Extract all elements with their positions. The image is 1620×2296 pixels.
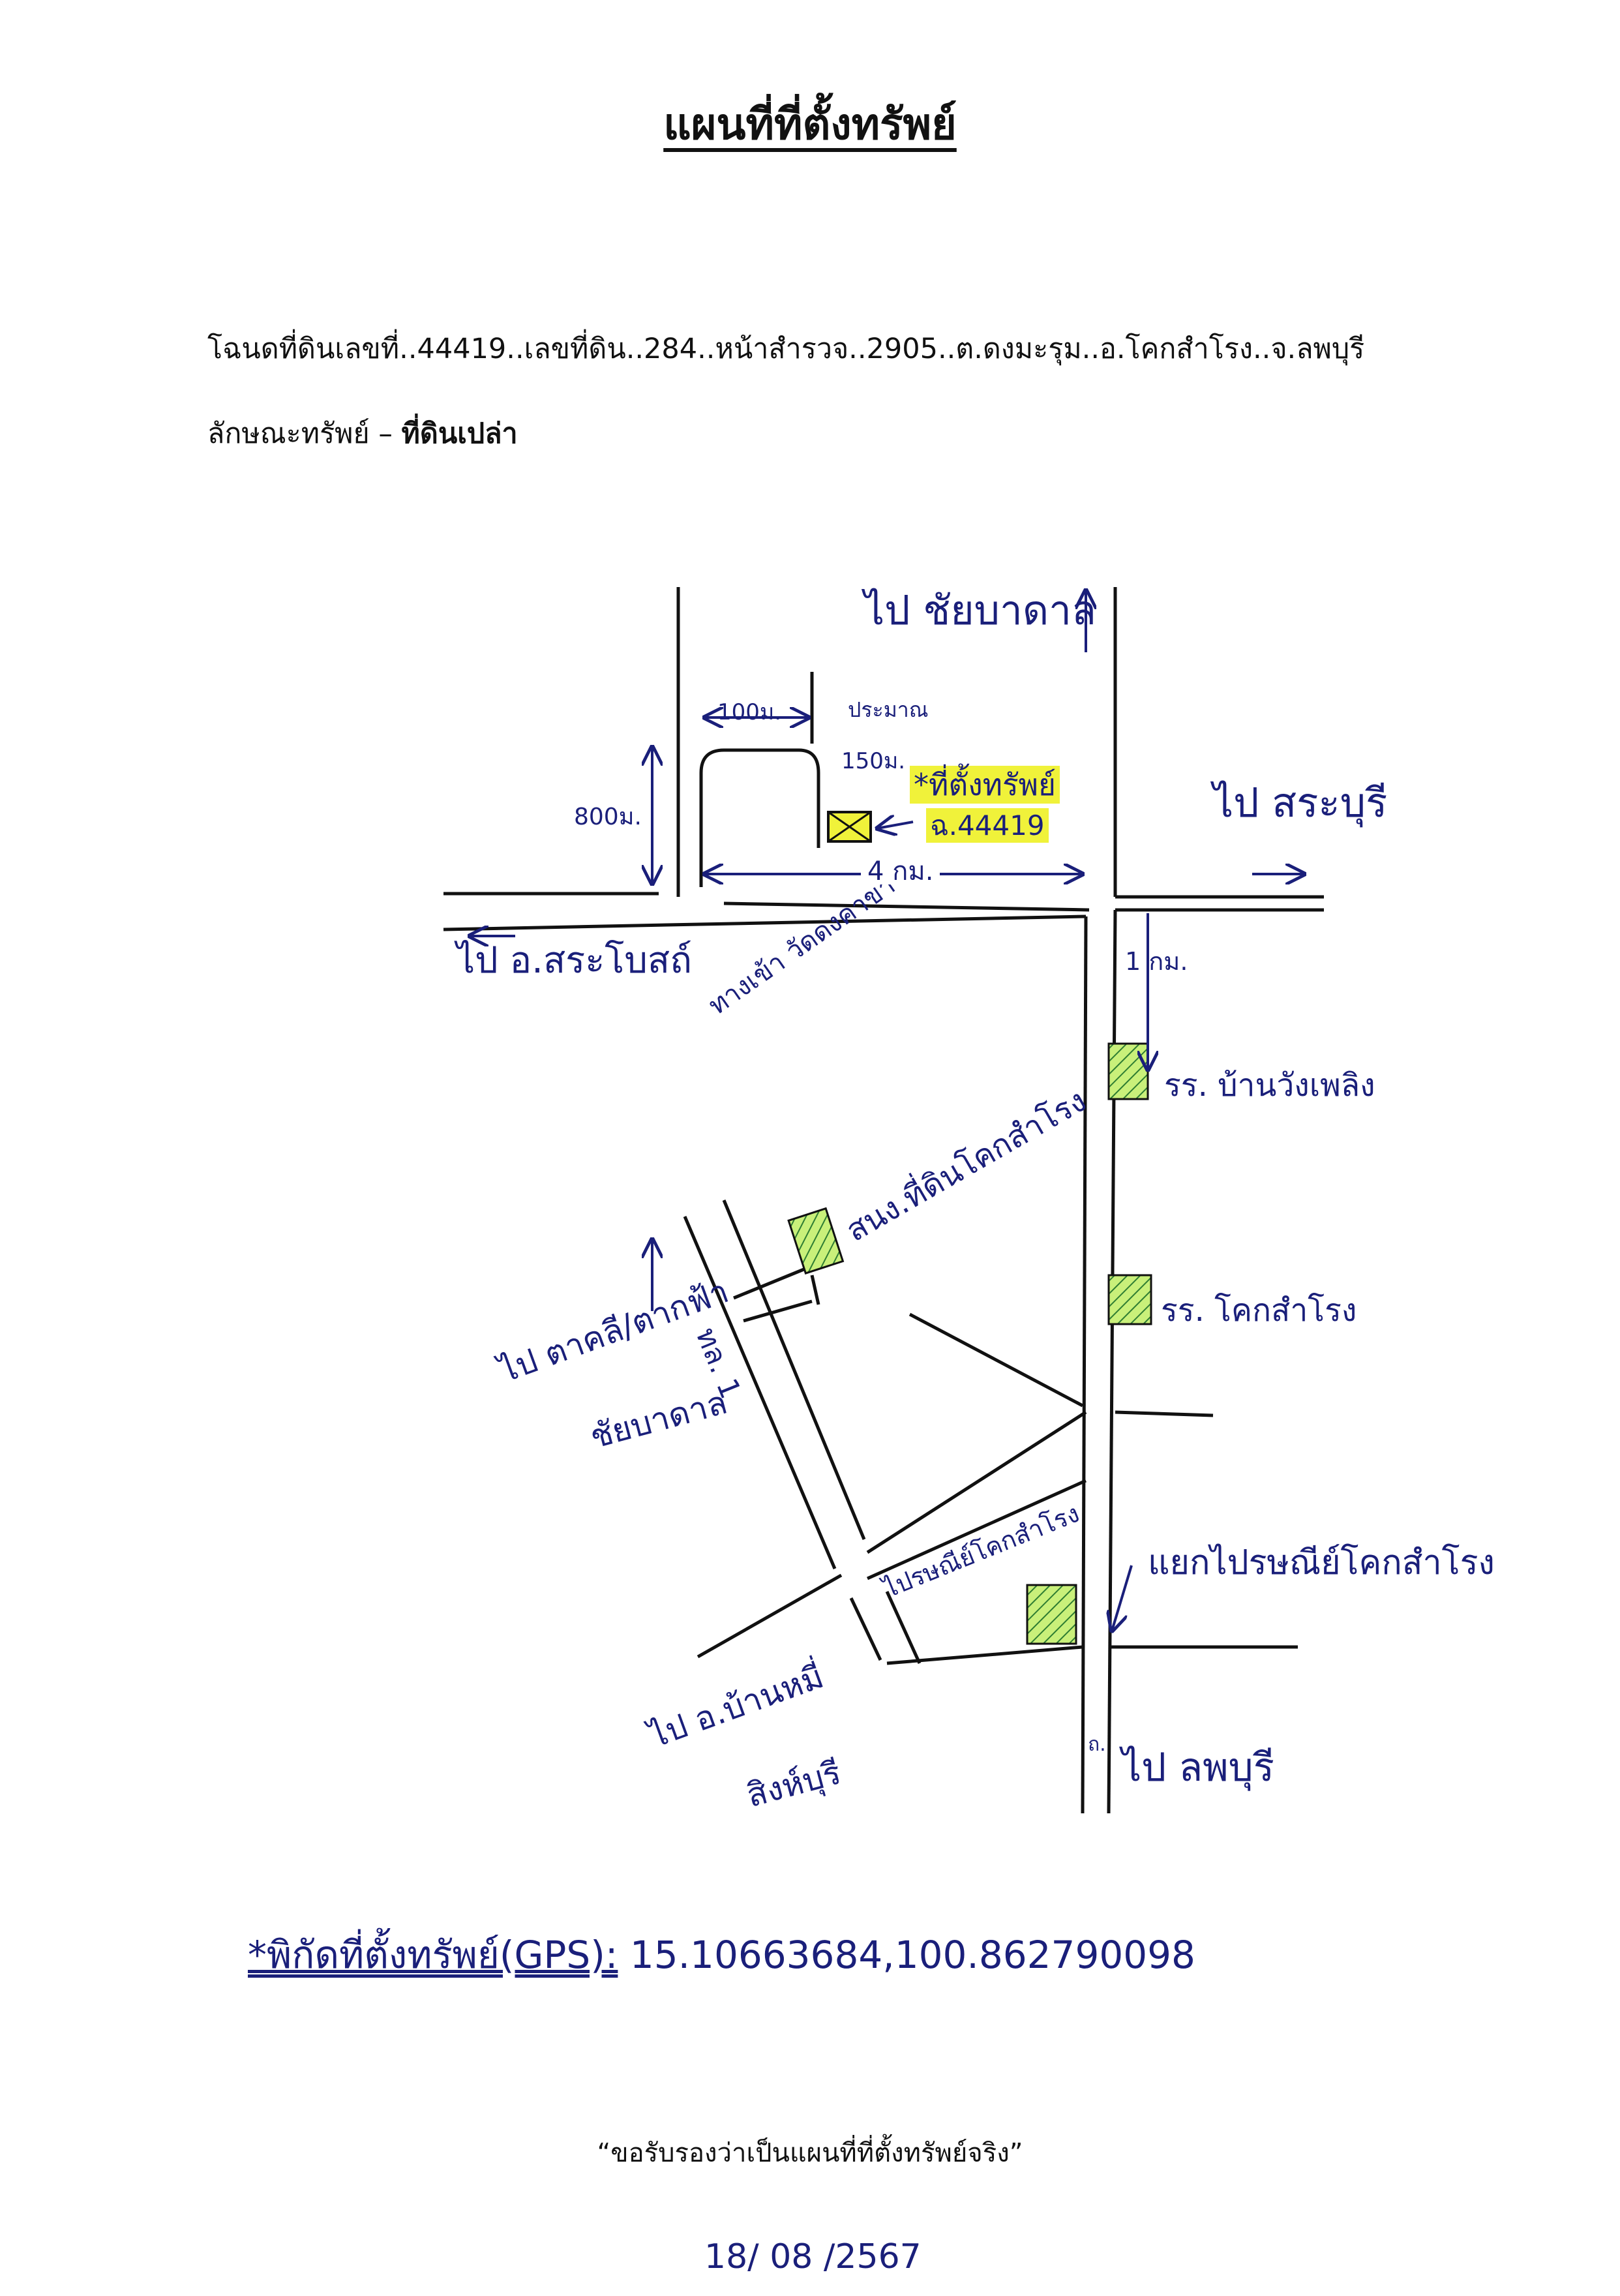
road-nw-branch (908, 1312, 1084, 1408)
gps-line: *พิกัดที่ตั้งทรัพย์(GPS): 15.10663684,10… (248, 1924, 1195, 1985)
date-fragment: 18/ 08 /2567 (704, 2237, 922, 2276)
label-road-small: ถ. (1088, 1733, 1106, 1756)
school-banwang-box (1107, 1042, 1149, 1100)
road-sw-a (866, 1410, 1087, 1554)
road-diag-a (683, 1216, 837, 1569)
post-office-box (1026, 1584, 1077, 1645)
roads (443, 587, 1324, 1814)
label-deed-no: ฉ.44419 (926, 808, 1049, 843)
road-loop (699, 748, 820, 887)
gps-label: *พิกัดที่ตั้งทรัพย์(GPS): (248, 1933, 618, 1977)
property-type-line: ลักษณะทรัพย์ – ที่ดินเปล่า (207, 411, 518, 455)
road-diag-c (885, 1590, 922, 1665)
property-type-prefix: ลักษณะทรัพย์ – (207, 417, 393, 450)
label-to-lopburi: ไป ลพบุรี (1122, 1745, 1274, 1790)
certification-text: “ขอรับรองว่าเป็นแผนที่ที่ตั้งทรัพย์จริง” (597, 2138, 1023, 2168)
label-junction-post: แยกไปรษณีย์โคกสำโรง (1148, 1543, 1495, 1582)
road-office-a (733, 1267, 806, 1300)
label-dist-800m: 800ม. (574, 804, 642, 830)
arrows (470, 590, 1304, 1631)
label-approx: ประมาณ (848, 697, 929, 722)
road-diag-b (722, 1200, 866, 1540)
label-to-sarabot: ไป อ.สระโบสถ์ (457, 939, 692, 982)
road-post-bottom (886, 1645, 1083, 1665)
label-deed-no-text: ฉ.44419 (926, 808, 1049, 843)
label-property: *ที่ตั้งทรัพย์ (910, 766, 1060, 804)
property-type-value: ที่ดินเปล่า (401, 417, 518, 450)
road-office-b (810, 1275, 820, 1305)
road-main-h-right (723, 901, 1090, 912)
gps-value: 15.10663684,100.862790098 (629, 1933, 1195, 1977)
label-dist-100m: 100ม. (717, 699, 782, 725)
label-dist-1km: 1 กม. (1125, 947, 1188, 976)
page-title: แผนที่ที่ตั้งทรัพย์ (663, 99, 957, 149)
school-khoksamrong-box (1107, 1274, 1152, 1325)
road-main-v-left (1081, 916, 1088, 1814)
road-e-branch (1115, 1410, 1214, 1417)
label-to-chaibadan: ไป ชัยบาดาล (864, 586, 1096, 634)
land-office-box (787, 1207, 845, 1275)
road-main-h-bottom (443, 914, 1087, 931)
road-sw-c (866, 1479, 1087, 1580)
road-office-c (743, 1299, 813, 1323)
label-dist-150m: 150ม. (841, 748, 906, 774)
label-property-text: *ที่ตั้งทรัพย์ (910, 766, 1060, 804)
label-school-banwang: รร. บ้านวังเพลิง (1164, 1067, 1375, 1104)
road-sw-b (697, 1573, 843, 1659)
label-to-saraburi: ไป สระบุรี (1213, 779, 1388, 826)
arrow-junction (1112, 1565, 1133, 1631)
label-dist-4km: 4 กม. (861, 858, 940, 884)
road-diag-d (849, 1597, 882, 1661)
deed-info: โฉนดที่ดินเลขที่..44419..เลขที่ดิน..284.… (207, 333, 1365, 365)
arrow-deed (877, 822, 914, 828)
label-school-khoksamrong: รร. โคกสำโรง (1161, 1292, 1357, 1329)
property-cross-b (828, 811, 871, 843)
